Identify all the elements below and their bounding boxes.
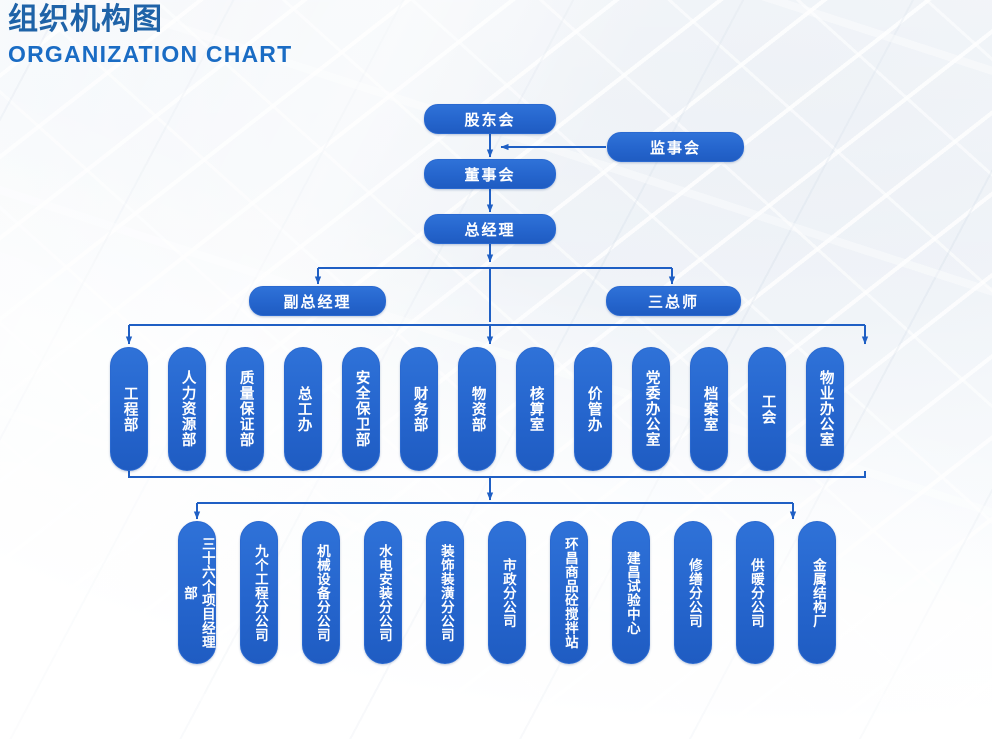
node-subsidiary-10[interactable]: 供暖分公司: [736, 521, 774, 664]
node-label: 水电安装分公司: [375, 543, 392, 642]
node-subsidiary-5[interactable]: 装饰装潢分公司: [426, 521, 464, 664]
node-supervisory-board[interactable]: 监事会: [607, 132, 744, 162]
node-label: 九个工程分公司: [251, 543, 268, 642]
node-label: 副总经理: [283, 292, 352, 311]
node-label: 建昌试验中心: [623, 550, 640, 635]
node-subsidiary-8[interactable]: 建昌试验中心: [612, 521, 650, 664]
node-subsidiary-1[interactable]: 三十六个项目经理部: [178, 521, 216, 664]
node-department-2[interactable]: 人力资源部: [168, 347, 206, 471]
node-label: 质量保证部: [237, 370, 254, 448]
node-label: 物资部: [469, 385, 486, 433]
node-department-12[interactable]: 工会: [748, 347, 786, 471]
node-label: 监事会: [649, 138, 701, 157]
node-subsidiary-11[interactable]: 金属结构厂: [798, 521, 836, 664]
node-label: 财务部: [411, 385, 428, 433]
node-label: 价管办: [585, 385, 602, 433]
node-department-1[interactable]: 工程部: [110, 347, 148, 471]
node-subsidiary-7[interactable]: 环昌商品砼搅拌站: [550, 521, 588, 664]
node-subsidiary-2[interactable]: 九个工程分公司: [240, 521, 278, 664]
node-deputy-general-manager[interactable]: 副总经理: [249, 286, 386, 316]
node-label: 党委办公室: [643, 370, 660, 448]
node-label: 市政分公司: [499, 557, 516, 628]
node-label: 核算室: [527, 385, 544, 433]
node-label: 供暖分公司: [747, 557, 764, 628]
node-label: 物业办公室: [817, 370, 834, 448]
node-department-13[interactable]: 物业办公室: [806, 347, 844, 471]
node-label: 金属结构厂: [809, 557, 826, 628]
page-title-cn: 组织机构图: [8, 2, 163, 37]
node-label: 修缮分公司: [685, 557, 702, 628]
node-department-9[interactable]: 价管办: [574, 347, 612, 471]
node-label: 装饰装潢分公司: [437, 543, 454, 642]
node-department-3[interactable]: 质量保证部: [226, 347, 264, 471]
node-board-of-directors[interactable]: 董事会: [424, 159, 556, 189]
node-department-10[interactable]: 党委办公室: [632, 347, 670, 471]
node-label: 安全保卫部: [353, 370, 370, 448]
page-title-en: ORGANIZATION CHART: [8, 40, 293, 67]
node-department-6[interactable]: 财务部: [400, 347, 438, 471]
node-label: 机械设备分公司: [313, 543, 330, 642]
node-label: 人力资源部: [179, 370, 196, 448]
node-subsidiary-9[interactable]: 修缮分公司: [674, 521, 712, 664]
node-subsidiary-4[interactable]: 水电安装分公司: [364, 521, 402, 664]
node-label: 档案室: [701, 385, 718, 433]
chart-header: 组织机构图 ORGANIZATION CHART: [8, 2, 292, 67]
node-general-manager[interactable]: 总经理: [424, 214, 556, 244]
node-department-11[interactable]: 档案室: [690, 347, 728, 471]
node-department-5[interactable]: 安全保卫部: [342, 347, 380, 471]
node-shareholders-meeting[interactable]: 股东会: [424, 104, 556, 134]
node-three-chief-engineers[interactable]: 三总师: [606, 286, 741, 316]
node-department-7[interactable]: 物资部: [458, 347, 496, 471]
node-label: 总经理: [464, 220, 516, 239]
node-label: 工会: [759, 393, 776, 425]
node-label: 三总师: [647, 292, 699, 311]
node-label: 三十六个项目经理部: [181, 536, 215, 649]
node-label: 工程部: [121, 385, 138, 433]
node-subsidiary-6[interactable]: 市政分公司: [488, 521, 526, 664]
node-label: 股东会: [464, 110, 516, 129]
node-department-8[interactable]: 核算室: [516, 347, 554, 471]
node-label: 总工办: [295, 385, 312, 433]
node-label: 环昌商品砼搅拌站: [561, 536, 578, 649]
node-label: 董事会: [464, 165, 516, 184]
node-subsidiary-3[interactable]: 机械设备分公司: [302, 521, 340, 664]
node-department-4[interactable]: 总工办: [284, 347, 322, 471]
